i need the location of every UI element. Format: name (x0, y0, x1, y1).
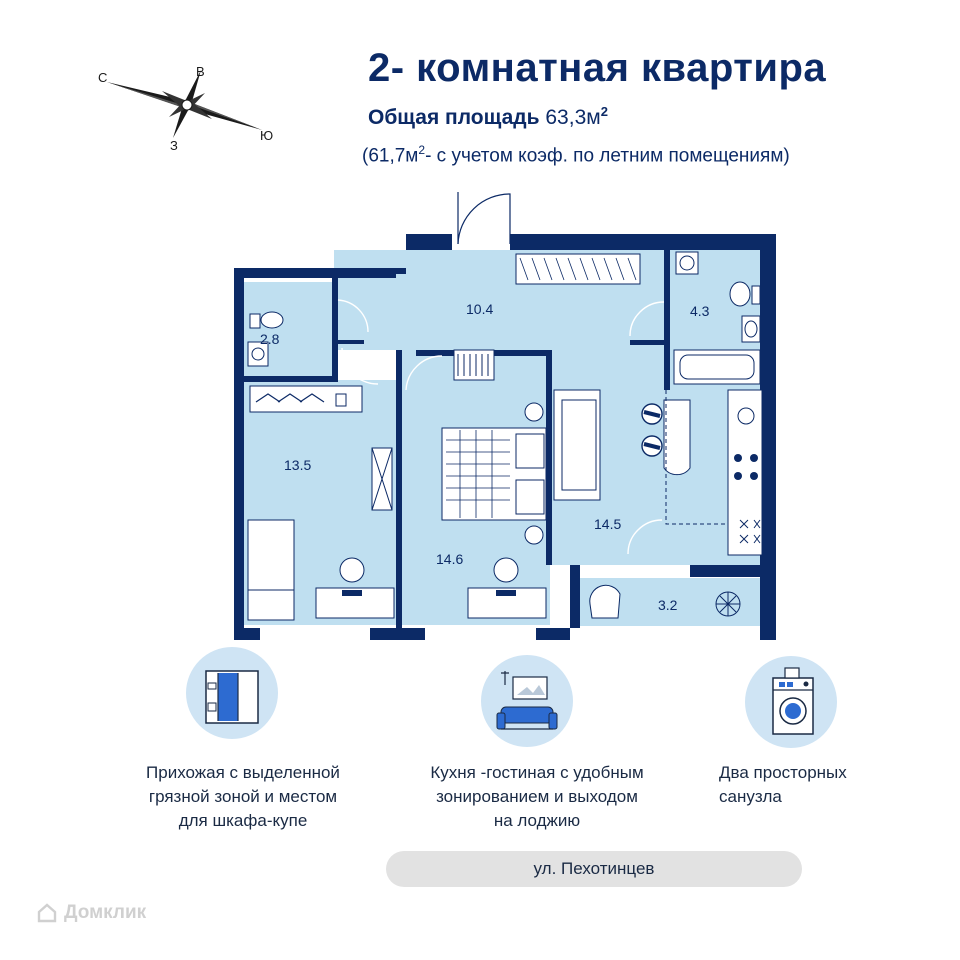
area-sup: 2 (600, 104, 608, 119)
bathtub-icon (673, 349, 761, 385)
small-wardrobe (453, 349, 495, 381)
washing-machine-plan-icon (675, 251, 699, 275)
feature-line: Прихожая с выделенной (146, 763, 340, 782)
double-bed-icon (441, 402, 547, 545)
loggia-furniture (589, 584, 741, 619)
bed-single-icon (247, 519, 295, 621)
feature-line: на лоджию (493, 811, 581, 830)
floor-plan: 2.8 10.4 4.3 13.5 14.6 14.5 3.2 (234, 192, 776, 640)
compass-rose-icon: С В Ю З (98, 64, 273, 153)
note-post: - с учетом коэф. по летним помещениям) (425, 145, 790, 167)
toilet-icon-large (729, 281, 761, 307)
walls (234, 234, 776, 640)
street-name: ул. Пехотинцев (533, 859, 655, 878)
feature-line: зонированием и выходом (436, 787, 638, 806)
room-area-hallway: 10.4 (466, 301, 493, 317)
note-sup: 2 (418, 143, 426, 157)
desk-left-icon (315, 557, 395, 619)
watermark: Домклик (36, 902, 146, 924)
area-label: Общая площадь (368, 106, 540, 129)
feature-wardrobe (186, 647, 278, 739)
compass-east-label: В (196, 64, 205, 79)
feature-line: грязной зоной и местом (148, 787, 338, 806)
room-area-bathroom-small: 2.8 (260, 331, 280, 347)
feature-bathrooms (745, 656, 837, 748)
feature-kitchen-living (481, 655, 573, 747)
wardrobe-panel-icon (371, 447, 393, 511)
feature-text-wardrobe: Прихожая с выделенной грязной зоной и ме… (118, 761, 368, 833)
room-area-bedroom-left: 13.5 (284, 457, 311, 473)
desk-middle-icon (467, 557, 547, 619)
feature-line: Два просторных (719, 763, 847, 782)
sink-icon-large (741, 315, 761, 343)
feature-line: Кухня -гостиная с удобным (430, 763, 644, 782)
feature-text-bathrooms: Два просторных санузла (719, 761, 889, 809)
sofa-icon (496, 671, 558, 730)
room-area-bedroom-middle: 14.6 (436, 551, 463, 567)
page-title: 2- комнатная квартира (368, 46, 827, 90)
kitchen-island-icon (641, 399, 691, 476)
feature-line: санузла (719, 787, 782, 806)
compass-south-label: Ю (260, 128, 273, 143)
note-pre: (61,7м (362, 145, 419, 167)
toilet-icon-small (249, 311, 284, 329)
wardrobe-icon (205, 670, 259, 724)
compass-north-label: С (98, 70, 107, 85)
feature-text-kitchen-living: Кухня -гостиная с удобным зонированием и… (402, 761, 672, 833)
entrance-door[interactable] (457, 192, 511, 245)
sofa-plan-icon (553, 389, 601, 501)
area-subtitle: Общая площадь 63,3м2 (368, 104, 608, 130)
feature-line: для шкафа-купе (178, 811, 308, 830)
watermark-text: Домклик (64, 902, 147, 923)
sink-icon-small (247, 341, 269, 367)
hallway-wardrobe (515, 253, 641, 285)
kitchen-counter-icon (727, 389, 763, 556)
kitchen-zone-dashed (665, 390, 728, 525)
compass-west-label: З (170, 138, 178, 153)
area-value: 63,3м (545, 106, 601, 129)
door-swings (337, 299, 665, 555)
area-note: (61,7м2- с учетом коэф. по летним помеще… (362, 143, 790, 167)
house-logo-icon (37, 903, 57, 923)
room-area-bathroom-large: 4.3 (690, 303, 710, 319)
street-label: ул. Пехотинцев (386, 851, 802, 887)
room-area-kitchen-living: 14.5 (594, 516, 621, 532)
hanger-rail-icon (249, 385, 363, 413)
room-area-loggia: 3.2 (658, 597, 678, 613)
washing-machine-icon (772, 667, 814, 735)
